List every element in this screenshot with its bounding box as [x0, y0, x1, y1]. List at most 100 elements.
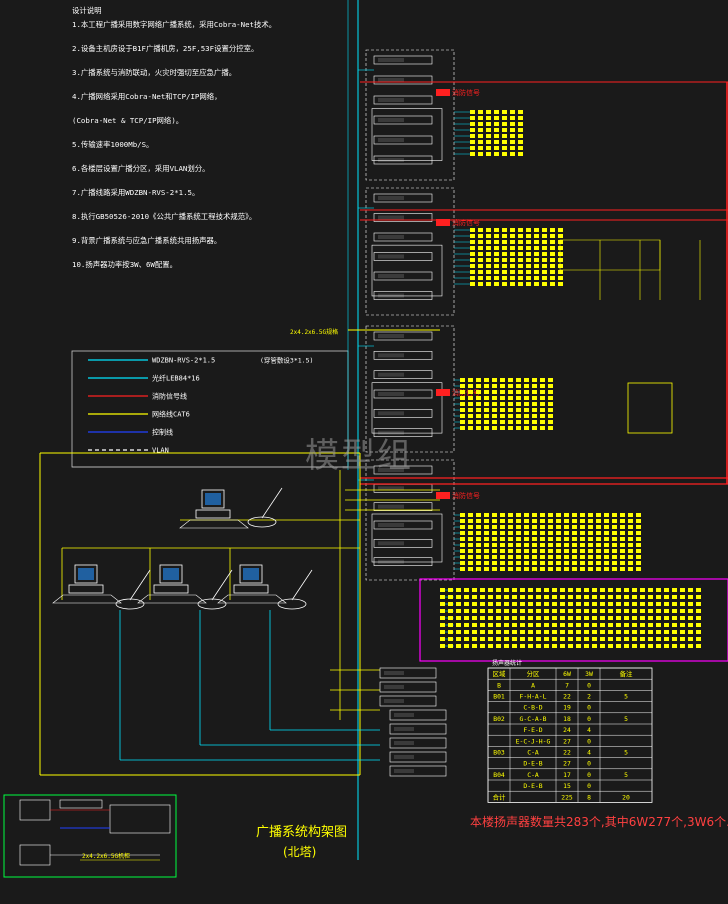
speaker-icon — [518, 240, 523, 244]
speaker-icon — [576, 637, 581, 641]
speaker-icon — [516, 378, 521, 382]
speaker-icon — [520, 609, 525, 613]
speaker-icon — [500, 396, 505, 400]
speaker-summary: 本楼扬声器数量共283个,其中6W277个,3W6个. — [470, 815, 728, 829]
speaker-icon — [476, 414, 481, 418]
speaker-icon — [542, 240, 547, 244]
table-cell: 5 — [624, 771, 628, 779]
speaker-icon — [656, 595, 661, 599]
speaker-icon — [510, 228, 515, 232]
speaker-icon — [636, 519, 641, 523]
speaker-icon — [470, 140, 475, 144]
speaker-icon — [520, 595, 525, 599]
speaker-icon — [620, 525, 625, 529]
speaker-icon — [486, 134, 491, 138]
speaker-icon — [492, 396, 497, 400]
speaker-icon — [456, 616, 461, 620]
table-cell: 15 — [563, 782, 571, 790]
speaker-icon — [494, 234, 499, 238]
speaker-icon — [540, 420, 545, 424]
speaker-icon — [548, 396, 553, 400]
speaker-icon — [448, 637, 453, 641]
speaker-icon — [640, 630, 645, 634]
screen-icon — [243, 568, 259, 580]
speaker-icon — [460, 426, 465, 430]
speaker-icon — [496, 616, 501, 620]
speaker-icon — [504, 623, 509, 627]
speaker-icon — [612, 531, 617, 535]
speaker-icon — [592, 637, 597, 641]
speaker-icon — [502, 252, 507, 256]
speaker-icon — [492, 513, 497, 517]
speaker-icon — [548, 543, 553, 547]
speaker-icon — [558, 252, 563, 256]
speaker-icon — [532, 537, 537, 541]
speaker-icon — [480, 616, 485, 620]
speaker-icon — [460, 555, 465, 559]
fire-signal-box — [436, 389, 450, 396]
speaker-icon — [540, 555, 545, 559]
speaker-icon — [672, 623, 677, 627]
speaker-icon — [548, 378, 553, 382]
speaker-icon — [540, 390, 545, 394]
speaker-icon — [624, 595, 629, 599]
speaker-icon — [476, 390, 481, 394]
rack-device — [373, 95, 433, 105]
speaker-icon — [544, 623, 549, 627]
speaker-icon — [556, 513, 561, 517]
speaker-icon — [680, 630, 685, 634]
speaker-icon — [596, 537, 601, 541]
speaker-icon — [500, 402, 505, 406]
speaker-icon — [448, 609, 453, 613]
speaker-icon — [488, 595, 493, 599]
speaker-icon — [604, 561, 609, 565]
speaker-icon — [460, 396, 465, 400]
speaker-icon — [542, 258, 547, 262]
speaker-icon — [510, 140, 515, 144]
speaker-icon — [494, 152, 499, 156]
note-line: (Cobra-Net & TCP/IP网络)。 — [72, 116, 184, 125]
zone-box — [419, 578, 728, 662]
speaker-icon — [542, 246, 547, 250]
speaker-icon — [616, 609, 621, 613]
table-title: 扬声器统计 — [492, 659, 522, 667]
speaker-icon — [478, 116, 483, 120]
table-cell: F-H-A-L — [520, 692, 547, 700]
speaker-icon — [470, 282, 475, 286]
speaker-icon — [486, 234, 491, 238]
legend-note: (穿管敷设3*1.5) — [260, 356, 313, 365]
speaker-icon — [526, 258, 531, 262]
speaker-icon — [664, 588, 669, 592]
speaker-icon — [518, 110, 523, 114]
speaker-icon — [526, 228, 531, 232]
speaker-icon — [584, 602, 589, 606]
speaker-icon — [612, 561, 617, 565]
speaker-icon — [556, 555, 561, 559]
speaker-icon — [484, 561, 489, 565]
speaker-icon — [496, 623, 501, 627]
unit-panel — [384, 671, 404, 675]
speaker-icon — [612, 543, 617, 547]
speaker-icon — [476, 543, 481, 547]
table-cell: C-B-D — [523, 704, 542, 712]
speaker-icon — [472, 637, 477, 641]
speaker-icon — [484, 543, 489, 547]
speaker-icon — [502, 246, 507, 250]
speaker-icon — [518, 276, 523, 280]
speaker-icon — [488, 623, 493, 627]
speaker-icon — [680, 616, 685, 620]
note-line: 8.执行GB50526-2010《公共广播系统工程技术规范》。 — [72, 212, 257, 221]
speaker-icon — [540, 513, 545, 517]
speaker-icon — [526, 264, 531, 268]
speaker-icon — [564, 567, 569, 571]
speaker-icon — [494, 240, 499, 244]
speaker-icon — [632, 630, 637, 634]
speaker-icon — [492, 426, 497, 430]
speaker-icon — [512, 623, 517, 627]
speaker-icon — [656, 602, 661, 606]
speaker-icon — [672, 630, 677, 634]
speaker-icon — [440, 595, 445, 599]
speaker-icon — [632, 644, 637, 648]
speaker-icon — [460, 531, 465, 535]
